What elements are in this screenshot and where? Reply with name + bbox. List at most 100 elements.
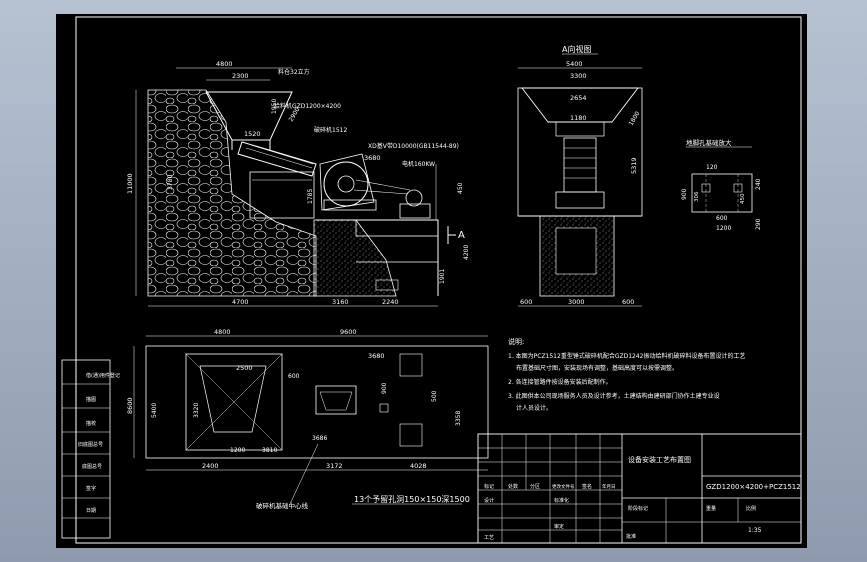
dim-elev: 4200	[463, 245, 470, 260]
dim-view-a: 2654	[570, 94, 587, 102]
dim-plan: 900	[381, 382, 388, 394]
tb-row-label: 更改文件号	[552, 483, 575, 490]
dim-plan: 2500	[236, 364, 253, 372]
notes-heading: 说明:	[508, 337, 524, 346]
scale-value: 1:35	[748, 527, 762, 534]
detail-title: 地脚孔基础放大	[686, 138, 732, 147]
label-motor: 电机160KW	[402, 160, 435, 168]
dim-detail: 120	[706, 164, 718, 171]
dim-plan: 9600	[340, 328, 357, 336]
dim-view-a: 600	[622, 298, 634, 306]
tb-standard: 标准化	[554, 497, 569, 504]
notes-line: 2. 各连接管路件按设备安装后配制作。	[508, 378, 612, 386]
section-a-marker: A	[458, 230, 465, 241]
dim-plan: 4028	[410, 462, 427, 470]
dim-plan: 4800	[214, 328, 231, 336]
strip-item-3: 描校	[86, 420, 96, 427]
rock-mass	[147, 89, 317, 297]
view-a-title: A向视图	[562, 44, 591, 54]
dim-plan: 8600	[126, 397, 134, 414]
drawing-sheet: 借(通)用件登记 描图 描校 旧底图总号 底图总号 签字 日期	[56, 14, 807, 548]
dim-elev: 4700	[232, 298, 249, 306]
dim-elev: 1785	[307, 189, 314, 204]
dim-plan: 3358	[455, 411, 462, 426]
title-block: 标记 处数 分区 更改文件号 签名 年月日 设计 工艺 标准化 审定 批准 设备…	[477, 433, 802, 544]
dim-view-a: 600	[520, 298, 532, 306]
crusher-body	[319, 153, 377, 211]
label-holes: 13个予留孔洞150×150深1500	[354, 494, 470, 504]
dim-detail: 900	[681, 188, 688, 200]
drawing-title: 设备安装工艺布置图	[628, 455, 691, 464]
view-a: A向视图 5400 3300 2654 1180 5319 600 3000 6…	[517, 44, 643, 307]
dim-elev: 2300	[232, 72, 249, 80]
foundation-detail: 地脚孔基础放大 120 900 306 600 1200 240 290 450	[681, 138, 762, 232]
dim-elev: 1520	[244, 130, 261, 138]
label-foundation-center: 破碎机基础中心线	[256, 501, 309, 510]
dim-view-a: 1180	[570, 114, 587, 122]
tb-row-label: 分区	[530, 483, 540, 490]
dim-plan: 3172	[326, 462, 343, 470]
drawing-canvas: 借(通)用件登记 描图 描校 旧底图总号 底图总号 签字 日期	[61, 16, 802, 544]
feeder-support	[249, 171, 315, 219]
view-a-crusher	[563, 137, 597, 193]
border-frame	[75, 16, 802, 544]
strip-item-2: 描图	[86, 396, 96, 403]
dim-elev: 3160	[332, 298, 349, 306]
tb-row-label: 签名	[582, 483, 592, 490]
tb-row-label: 年月日	[602, 483, 616, 490]
dim-plan: 500	[431, 390, 438, 402]
label-feeder: 给料机GZD1200×4200	[274, 102, 341, 110]
left-strip: 借(通)用件登记 描图 描校 旧底图总号 底图总号 签字 日期	[61, 359, 120, 539]
dim-elev: 2240	[382, 298, 399, 306]
plan-crusher-opening	[315, 385, 357, 415]
notes-line: 1. 本图为PCZ1512重型锤式破碎机配合GZD1242振动给料机破碎料设备布…	[508, 352, 745, 360]
notes-line: 3. 此图供本公司现场服务人员及设计参考，土建结构由建研部门协作土建专业设	[508, 392, 720, 400]
dim-detail: 306	[694, 191, 700, 202]
concrete-slope	[313, 219, 397, 297]
notes-block: 说明: 1. 本图为PCZ1512重型锤式破碎机配合GZD1242振动给料机破碎…	[508, 337, 745, 412]
feeder-body	[237, 141, 317, 177]
dim-plan: 3320	[193, 403, 200, 418]
plan-silo	[185, 353, 283, 451]
tb-mini: 阶段标记	[628, 505, 648, 512]
dim-plan: 3686	[312, 435, 327, 442]
notes-line: 计人员设计。	[516, 404, 552, 412]
elevation-view: A 4800 2300 1950 1520 2900 3680 11000 37…	[126, 60, 470, 307]
label-silo: 料仓32立方	[278, 68, 310, 76]
dim-view-a: 5319	[630, 157, 638, 174]
dim-detail: 290	[755, 218, 762, 230]
dim-detail: 450	[740, 193, 746, 204]
dim-elev: 3680	[364, 154, 381, 162]
dim-view-a: 1800	[628, 110, 642, 127]
strip-item-1: 借(通)用件登记	[86, 372, 120, 379]
dim-detail: 600	[716, 215, 728, 222]
tb-mini: 比例	[746, 505, 756, 512]
dim-view-a: 3300	[570, 72, 587, 80]
tb-approve: 审定	[554, 523, 564, 530]
dim-plan: 2400	[202, 462, 219, 470]
dim-plan: 3680	[368, 352, 385, 360]
strip-item-4: 旧底图总号	[78, 441, 103, 448]
tb-row-label: 处数	[508, 483, 518, 490]
dim-plan: 600	[288, 373, 300, 380]
dim-elev: 4800	[216, 60, 233, 68]
dim-elev: 11000	[126, 173, 134, 194]
dim-detail: 240	[755, 178, 762, 190]
dim-elev: 3780	[167, 175, 174, 190]
dim-elev: 450	[457, 182, 464, 194]
dim-plan: 5400	[151, 403, 158, 418]
label-crusher: 破碎机1512	[314, 126, 347, 134]
strip-item-7: 日期	[86, 508, 96, 514]
tb-design: 设计	[484, 497, 494, 504]
tb-mini: 重量	[706, 505, 716, 512]
label-vbelt: XD基V带D10000(GB11544-89)	[368, 142, 459, 150]
dim-elev: 1901	[439, 269, 446, 284]
dim-view-a: 5400	[566, 60, 583, 68]
tb-row-label: 标记	[484, 483, 494, 490]
tb-process: 工艺	[484, 535, 494, 541]
dim-view-a: 3000	[568, 298, 585, 306]
strip-item-5: 底图总号	[82, 463, 102, 470]
dim-detail: 1200	[716, 225, 731, 232]
motor-body	[353, 179, 431, 219]
